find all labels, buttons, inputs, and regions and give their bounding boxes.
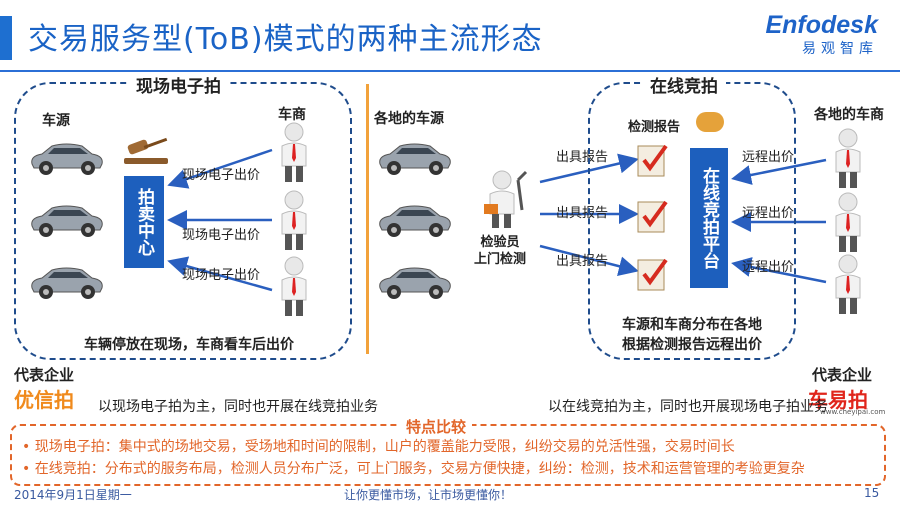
inspector-icon [482, 170, 530, 230]
dealer-person-icon [276, 256, 312, 318]
various-car-source-label: 各地的车源 [374, 108, 444, 128]
bid-label: 现场电子出价 [182, 164, 260, 183]
section-divider [366, 84, 369, 354]
checklist-icon [636, 256, 670, 292]
rep-desc-left: 以现场电子拍为主，同时也开展在线竞拍业务 [98, 396, 378, 416]
auction-center-box: 拍卖中心 [124, 176, 164, 268]
car-icon [374, 134, 454, 178]
page-title: 交易服务型(ToB)模式的两种主流形态 [28, 14, 543, 58]
various-dealers-label: 各地的车商 [814, 104, 884, 124]
bid-label: 现场电子出价 [182, 264, 260, 283]
checklist-icon [636, 198, 670, 234]
remote-bid-label: 远程出价 [742, 202, 794, 221]
online-platform-box: 在线竞拍平台 [690, 148, 728, 288]
dealer-person-icon [276, 190, 312, 252]
rep-label-left: 代表企业 [14, 364, 74, 385]
dealer-person-icon [276, 122, 312, 184]
enfodesk-logo: Enfodesk 易观智库 [765, 10, 878, 58]
youxinpai-logo: 优信拍 [14, 384, 74, 413]
dealer-person-icon [830, 128, 866, 190]
car-icon [26, 196, 106, 240]
dealer-label: 车商 [278, 104, 306, 124]
logo-brand: Enfodesk [765, 10, 878, 40]
online-caption-line1: 车源和车商分布在各地 [622, 314, 762, 334]
gavel-icon [120, 136, 172, 166]
car-icon [374, 258, 454, 302]
dealer-person-icon [830, 192, 866, 254]
online-auction-label: 在线竞拍 [642, 72, 726, 97]
car-icon [26, 258, 106, 302]
comparison-line-online: • 在线竞拍：分布式的服务布局，检测人员分布广泛，可上门服务，交易方便快捷，纠纷… [22, 458, 878, 478]
remote-bid-label: 远程出价 [742, 146, 794, 165]
rep-desc-right: 以在线竞拍为主，同时也开展现场电子拍业务 [548, 396, 828, 416]
inspection-report-label: 检测报告 [628, 116, 680, 135]
title-accent-bar [0, 16, 12, 60]
comparison-title: 特点比较 [400, 416, 472, 437]
onsite-auction-label: 现场电子拍 [128, 72, 229, 97]
car-icon [26, 134, 106, 178]
onsite-caption: 车辆停放在现场，车商看车后出价 [84, 334, 294, 354]
page-number: 15 [864, 486, 879, 500]
car-source-label: 车源 [42, 110, 70, 130]
checklist-icon [636, 142, 670, 178]
comparison-line-onsite: • 现场电子拍：集中式的场地交易，受场地和时间的限制，山户的覆盖能力受限，纠纷交… [22, 436, 878, 456]
online-caption-line2: 根据检测报告远程出价 [622, 334, 762, 354]
remote-bid-label: 远程出价 [742, 256, 794, 275]
cheyipai-url: www.cheyipai.com [820, 408, 885, 416]
footer-date: 2014年9月1日星期一 [14, 486, 132, 503]
logo-sub: 易观智库 [765, 38, 878, 58]
rep-label-right: 代表企业 [812, 364, 872, 385]
inspector-label: 检验员 上门检测 [474, 234, 526, 268]
footer-slogan: 让你更懂市场，让市场更懂你！ [344, 486, 512, 503]
stamp-icon [696, 112, 724, 132]
dealer-person-icon [830, 254, 866, 316]
bid-label: 现场电子出价 [182, 224, 260, 243]
car-icon [374, 196, 454, 240]
